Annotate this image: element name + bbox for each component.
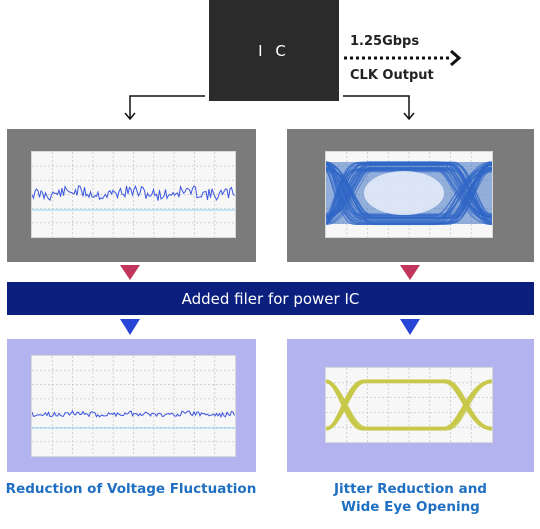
ic-box: I C: [209, 0, 339, 101]
scope-grid: [32, 356, 235, 456]
caption-jitter-line2: Wide Eye Opening: [341, 499, 480, 515]
panel-eye-after: [287, 339, 534, 472]
panel-eye-before: [287, 129, 534, 262]
right-elbow-arrow: [403, 112, 415, 121]
panel-voltage-before: [7, 129, 256, 262]
scope-eye-before: [325, 151, 493, 238]
eye-trace: [326, 162, 492, 226]
eye-trace: [326, 166, 492, 221]
eye-trace: [326, 163, 492, 219]
waveform-voltage-before: [32, 152, 235, 237]
eye-opening: [364, 171, 444, 215]
waveform-voltage-after: [32, 356, 235, 456]
eye-traces-after: [326, 379, 492, 431]
left-elbow-line: [129, 95, 205, 118]
output-clk-label: CLK Output: [350, 68, 434, 83]
scope-voltage-before: [31, 151, 236, 238]
scope-voltage-after: [31, 355, 236, 457]
eye-trace: [326, 382, 492, 429]
eye-diagram-after: [326, 368, 492, 442]
eye-traces-before: [326, 161, 492, 226]
red-arrow-left: [120, 265, 140, 280]
caption-jitter-line1: Jitter Reduction and: [334, 481, 487, 497]
scope-eye-after: [325, 367, 493, 443]
eye-trace: [326, 167, 492, 217]
eye-trace: [326, 382, 492, 429]
ic-label: I C: [258, 41, 290, 60]
eye-trace: [326, 161, 492, 225]
scope-grid: [32, 152, 235, 237]
right-elbow-line: [343, 95, 410, 118]
eye-trace: [326, 382, 492, 429]
voltage-trace: [32, 184, 235, 201]
blue-arrows: [120, 319, 420, 335]
eye-trace: [326, 380, 492, 428]
eye-trace: [326, 162, 492, 226]
red-arrows: [120, 265, 420, 280]
left-elbow-arrow: [124, 112, 136, 121]
panel-voltage-after: [7, 339, 256, 472]
eye-trace: [326, 382, 492, 431]
eye-trace: [326, 163, 492, 219]
voltage-trace: [32, 409, 235, 419]
output-rate-label: 1.25Gbps: [350, 34, 420, 49]
blue-arrow-right: [400, 319, 420, 335]
eye-diagram-before: [326, 152, 492, 237]
output-arrow-head: [450, 49, 462, 67]
eye-trace: [326, 166, 492, 221]
filter-band: Added filer for power IC: [7, 282, 534, 315]
filter-band-text: Added filer for power IC: [181, 289, 360, 308]
red-arrow-right: [400, 265, 420, 280]
caption-voltage: Reduction of Voltage Fluctuation: [5, 481, 257, 497]
blue-arrow-left: [120, 319, 140, 335]
connector-lines: [124, 49, 462, 121]
